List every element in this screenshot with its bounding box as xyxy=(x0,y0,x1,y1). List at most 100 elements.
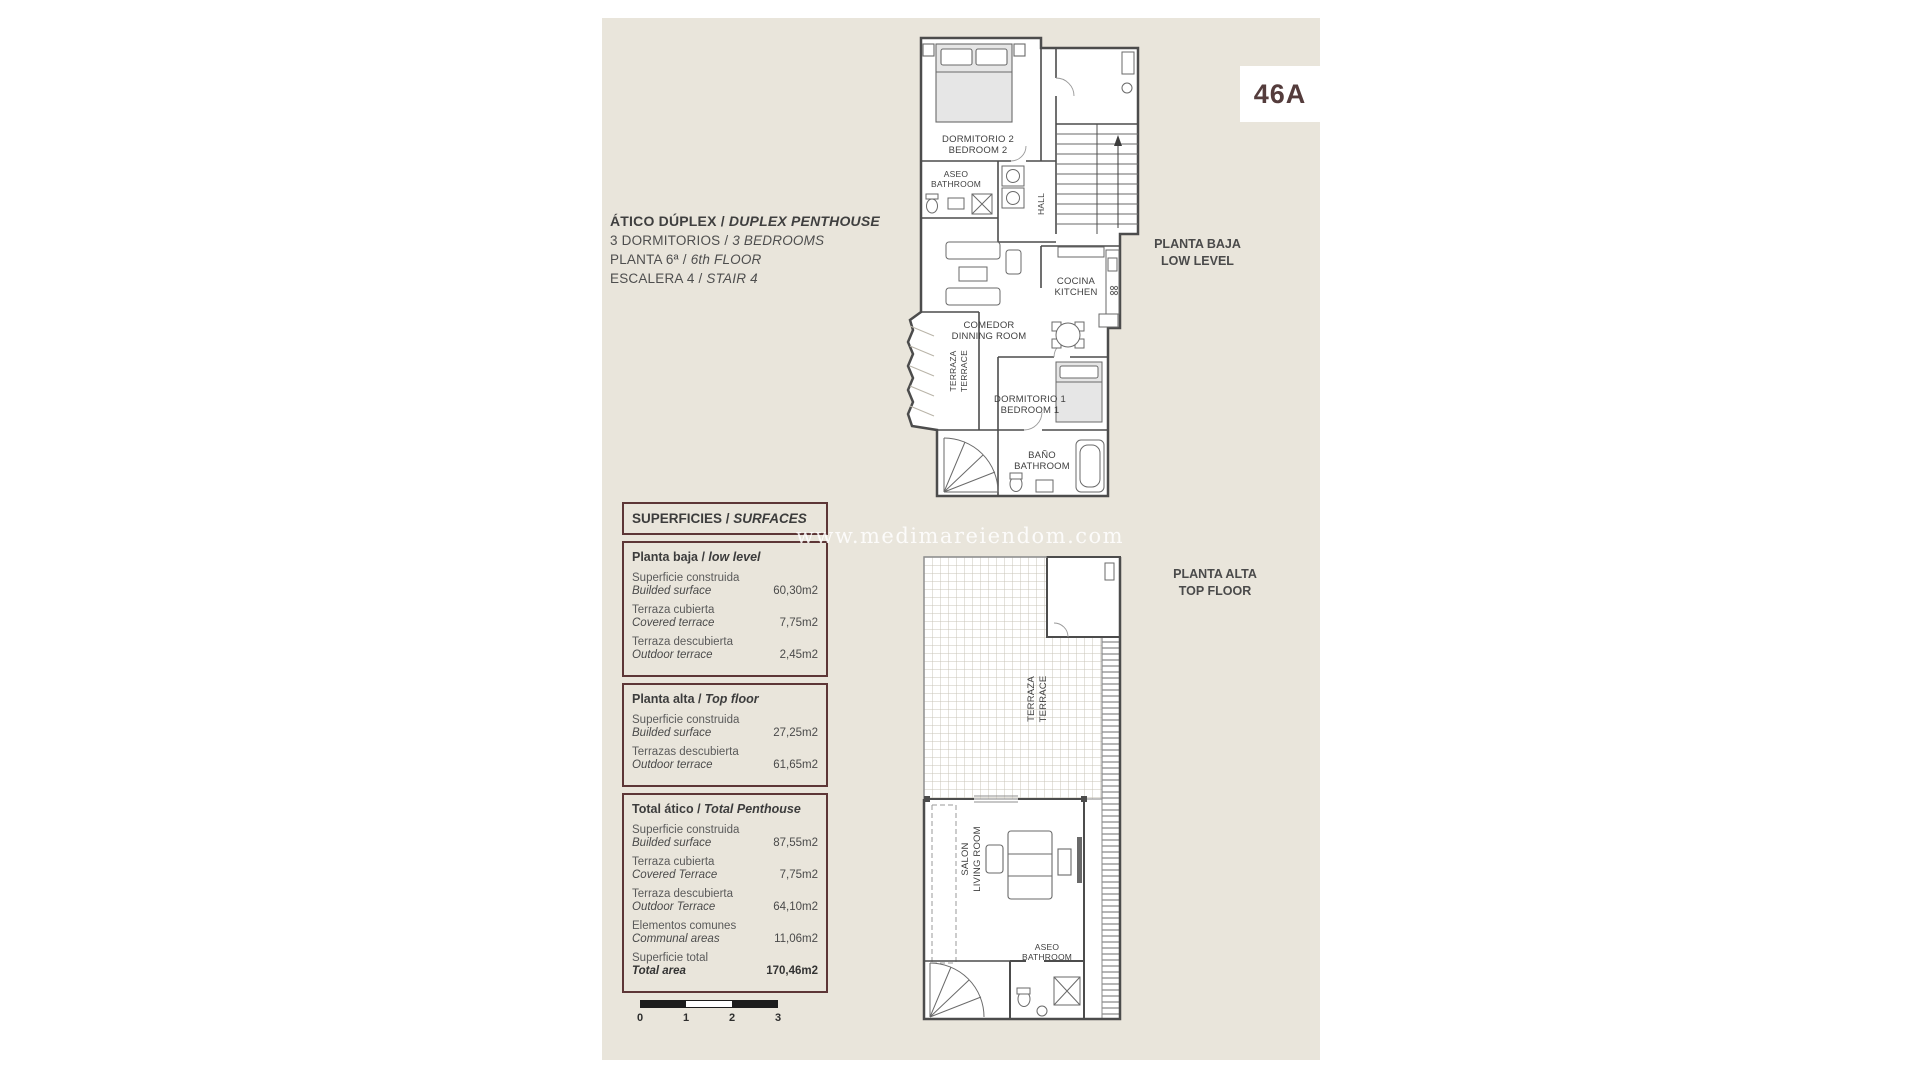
room-label-bedroom2-es: DORMITORIO 2 xyxy=(942,134,1014,145)
bed-single xyxy=(1055,361,1103,423)
surface-value: 27,25m2 xyxy=(773,727,818,739)
info-text-es: PLANTA 6ª xyxy=(610,252,679,267)
section-title-en: Total Penthouse xyxy=(704,802,801,816)
room-label-kitchen-en: KITCHEN xyxy=(1054,287,1097,298)
info-separator: / xyxy=(720,233,733,248)
info-separator: / xyxy=(716,213,729,229)
room-label-kitchen-es: COCINA xyxy=(1057,276,1096,287)
room-label-salon-es: SALON xyxy=(960,842,971,875)
section-title-sep: / xyxy=(694,692,705,706)
plan-top-outline xyxy=(922,557,1122,1021)
floorplan-top-floor: TERRAZA TERRACE SALON LIVING ROOM ASEO B… xyxy=(922,556,1122,1021)
section-title-en: low level xyxy=(708,550,761,564)
scale-tick-label: 3 xyxy=(774,1012,782,1024)
property-info-line: ÁTICO DÚPLEX / DUPLEX PENTHOUSE xyxy=(610,212,880,231)
room-label-terrace-en: TERRACE xyxy=(959,350,969,392)
property-info-line: PLANTA 6ª / 6th FLOOR xyxy=(610,250,880,269)
terrace-hatch xyxy=(909,325,935,417)
caption-low-line1: PLANTA BAJA xyxy=(1154,237,1241,251)
room-label-bedroom1-es: DORMITORIO 1 xyxy=(994,394,1066,405)
spiral-stairs xyxy=(943,437,999,493)
surface-label-es: Terraza descubierta xyxy=(632,636,733,648)
room-label-bath-en: BATHROOM xyxy=(1014,461,1070,472)
surfaces-header-sep: / xyxy=(722,511,734,526)
surface-label-en: Total area xyxy=(632,965,686,977)
surface-label-en: Outdoor Terrace xyxy=(632,901,716,913)
info-text-en: 6th FLOOR xyxy=(690,252,762,267)
staircase xyxy=(1056,124,1138,234)
surface-label-es: Superficie construida xyxy=(632,824,740,836)
section-title-en: Top floor xyxy=(704,692,759,706)
scale-segment xyxy=(731,1001,777,1007)
scale-bar-graphic xyxy=(640,1000,778,1008)
surface-value: 170,46m2 xyxy=(766,965,818,977)
room-label-bath-es: BAÑO xyxy=(1028,450,1056,461)
washer-icons xyxy=(1001,165,1025,209)
surface-label-es: Terraza cubierta xyxy=(632,604,715,616)
room-label-hall: HALL xyxy=(1036,193,1046,215)
floorplan-low-level: DORMITORIO 2 BEDROOM 2 ASEO BATHROOM HAL… xyxy=(906,36,1140,498)
sofa-set xyxy=(985,830,1072,900)
info-text-es: 3 DORMITORIOS xyxy=(610,233,721,248)
section-title-es: Total ático xyxy=(632,802,694,816)
room-label-aseo-en: BATHROOM xyxy=(1022,952,1072,962)
caption-top-line1: PLANTA ALTA xyxy=(1173,567,1257,581)
terrace-railing xyxy=(923,556,1047,799)
surface-label-es: Superficie total xyxy=(632,952,709,964)
room-label-dining-es: COMEDOR xyxy=(963,320,1014,331)
info-text-en: STAIR 4 xyxy=(706,271,758,286)
surface-label-en: Builded surface xyxy=(632,837,712,849)
room-label-terrace-en: TERRACE xyxy=(1038,676,1049,723)
info-separator: / xyxy=(694,271,707,286)
info-text-en: 3 BEDROOMS xyxy=(732,233,825,248)
column-marker xyxy=(1081,796,1087,802)
info-text-es: ESCALERA 4 xyxy=(610,271,695,286)
room-label-aseo-es: ASEO xyxy=(944,169,969,179)
section-title-es: Planta baja xyxy=(632,550,698,564)
boiler-icon xyxy=(1121,51,1135,94)
surfaces-table: SUPERFICIES / SURFACES Planta baja / low… xyxy=(622,502,828,999)
caption-low-level: PLANTA BAJA LOW LEVEL xyxy=(1140,236,1255,270)
property-info: ÁTICO DÚPLEX / DUPLEX PENTHOUSE 3 DORMITO… xyxy=(610,212,880,288)
surface-value: 61,65m2 xyxy=(773,759,818,771)
sliding-door xyxy=(974,795,1018,803)
scale-tick-label: 1 xyxy=(682,1012,690,1024)
room-label-salon-en: LIVING ROOM xyxy=(972,826,983,892)
column-marker xyxy=(924,796,930,802)
surface-value: 7,75m2 xyxy=(779,617,818,629)
surface-label-es: Terrazas descubierta xyxy=(632,746,739,758)
unit-label: 46A xyxy=(1240,66,1320,122)
watermark: www.medimareiendom.com xyxy=(795,524,1125,548)
surface-label-es: Terraza cubierta xyxy=(632,856,715,868)
tv-unit xyxy=(1077,837,1082,883)
bathroom-fixtures xyxy=(1016,976,1081,1017)
surface-line: Total area 170,46m2 xyxy=(632,965,818,978)
surface-value: 87,55m2 xyxy=(773,837,818,849)
surface-label-es: Terraza descubierta xyxy=(632,888,733,900)
info-text-es: ÁTICO DÚPLEX xyxy=(610,213,717,229)
room-label-aseo-es: ASEO xyxy=(1035,942,1060,952)
info-text-en: DUPLEX PENTHOUSE xyxy=(728,213,880,229)
surface-label-en: Builded surface xyxy=(632,727,712,739)
surface-label-en: Covered terrace xyxy=(632,617,715,629)
room-label-bedroom1-en: BEDROOM 1 xyxy=(1001,405,1060,416)
section-title-es: Planta alta xyxy=(632,692,695,706)
bathroom-fixtures xyxy=(1009,439,1105,493)
room-label-terrace-es: TERRAZA xyxy=(1026,676,1037,722)
